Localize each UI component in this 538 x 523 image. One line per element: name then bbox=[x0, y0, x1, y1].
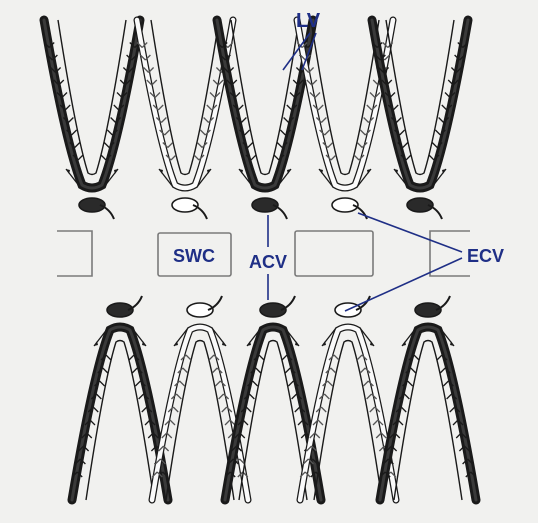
lv-label: LV bbox=[296, 10, 321, 32]
ecv-label: ECV bbox=[467, 246, 504, 266]
upper-lamella-outline bbox=[44, 20, 140, 188]
upper-lamellae-row bbox=[44, 20, 468, 219]
filament-box-left bbox=[57, 231, 92, 276]
lower-lamella-5 bbox=[380, 296, 476, 500]
lower-lamella-1 bbox=[72, 296, 168, 500]
lower-lamellae-row bbox=[72, 296, 476, 500]
acv-label: ACV bbox=[249, 252, 287, 272]
filament-box-center bbox=[295, 231, 373, 276]
ecv-leader-down bbox=[345, 258, 462, 311]
upper-lamella-1 bbox=[44, 20, 140, 219]
swc-label: SWC bbox=[173, 246, 215, 266]
